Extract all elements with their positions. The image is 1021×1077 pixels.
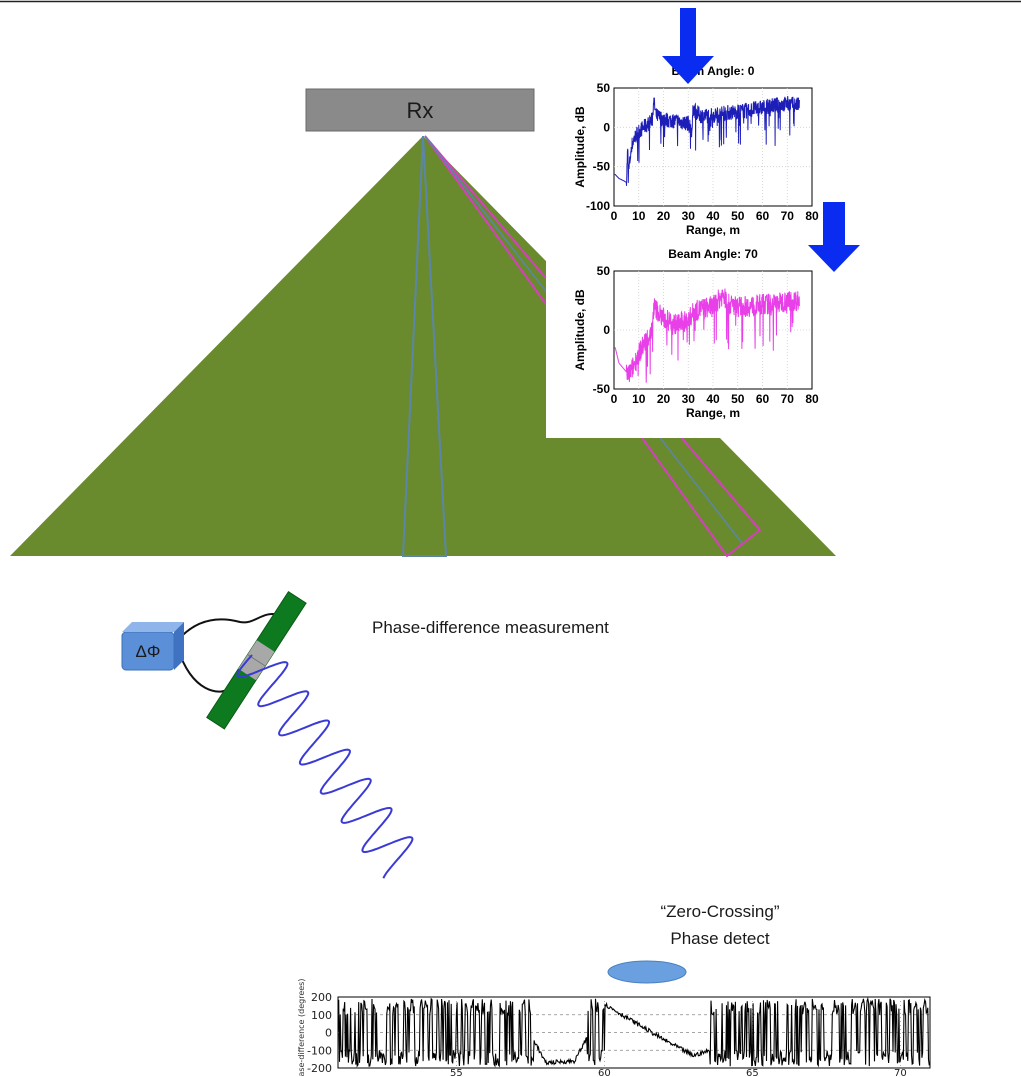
beam-0-outline (401, 135, 448, 557)
x-tick-label: 70 (894, 1068, 907, 1077)
x-tick-label: 10 (632, 209, 646, 223)
y-tick-label: 0 (603, 120, 610, 134)
rx-box (305, 88, 535, 132)
x-tick-label: 20 (657, 209, 671, 223)
arrow-down-icon (808, 202, 860, 272)
x-tick-label: 40 (706, 392, 720, 406)
x-tick-label: 55 (450, 1068, 463, 1077)
x-tick-label: 30 (682, 209, 696, 223)
amplitude-series-line (614, 95, 800, 186)
x-tick-label: 20 (657, 392, 671, 406)
amplitude-series-line (614, 288, 800, 383)
x-axis-label: Range, m (686, 406, 740, 420)
y-axis-label: Amplitude, dB (573, 289, 587, 371)
x-tick-label: 70 (781, 209, 795, 223)
detector-ellipse (607, 960, 687, 984)
rx-label: Rx (407, 98, 434, 123)
y-axis-label: Amplitude, dB (573, 106, 587, 188)
x-tick-label: 80 (805, 209, 819, 223)
x-tick-label: 50 (731, 209, 745, 223)
y-tick-label: 50 (597, 264, 611, 278)
x-tick-label: 60 (598, 1068, 611, 1077)
x-tick-label: 40 (706, 209, 720, 223)
phase-difference-chart: 200 100 0 -100 -200 55 60 65 70 Phase-difference … (297, 979, 931, 1077)
y-tick-label: -100 (307, 1044, 332, 1057)
delta-phi-label: ΔΦ (136, 642, 161, 661)
y-tick-label: -100 (586, 199, 610, 213)
x-tick-label: 30 (682, 392, 696, 406)
y-tick-label: -50 (593, 160, 611, 174)
x-tick-label: 0 (611, 392, 618, 406)
wire (177, 612, 281, 641)
incoming-wave (236, 654, 414, 879)
zero-crossing-subtitle: Phase detect (670, 929, 770, 948)
y-tick-label: 50 (597, 81, 611, 95)
delta-phi-box-top (122, 622, 184, 632)
wire (177, 647, 236, 693)
x-tick-label: 50 (731, 392, 745, 406)
phase-difference-group: ΔΦ Phase-difference measurement (121, 590, 609, 879)
y-tick-label: -50 (593, 382, 611, 396)
sonar-fan (10, 136, 836, 556)
y-tick-label: 0 (603, 323, 610, 337)
chart-title: Beam Angle: 70 (668, 247, 758, 261)
x-tick-label: 0 (611, 209, 618, 223)
x-tick-label: 65 (746, 1068, 759, 1077)
y-axis-label: Phase-difference (degrees) (297, 979, 306, 1077)
delta-phi-box-side (174, 622, 184, 670)
arrow-down-icon (662, 8, 714, 84)
y-tick-label: 100 (311, 1009, 332, 1022)
phase-caption: Phase-difference measurement (372, 618, 609, 637)
x-tick-label: 10 (632, 392, 646, 406)
x-axis-label: Range, m (686, 223, 740, 237)
phase-difference-trace (337, 996, 930, 1068)
y-tick-label: -200 (307, 1062, 332, 1075)
x-tick-label: 60 (756, 392, 770, 406)
zero-crossing-title: “Zero-Crossing” (660, 902, 779, 921)
x-tick-label: 60 (756, 209, 770, 223)
y-tick-label: 200 (311, 991, 332, 1004)
y-tick-label: 0 (325, 1027, 332, 1040)
x-tick-label: 70 (781, 392, 795, 406)
x-tick-label: 80 (805, 392, 819, 406)
